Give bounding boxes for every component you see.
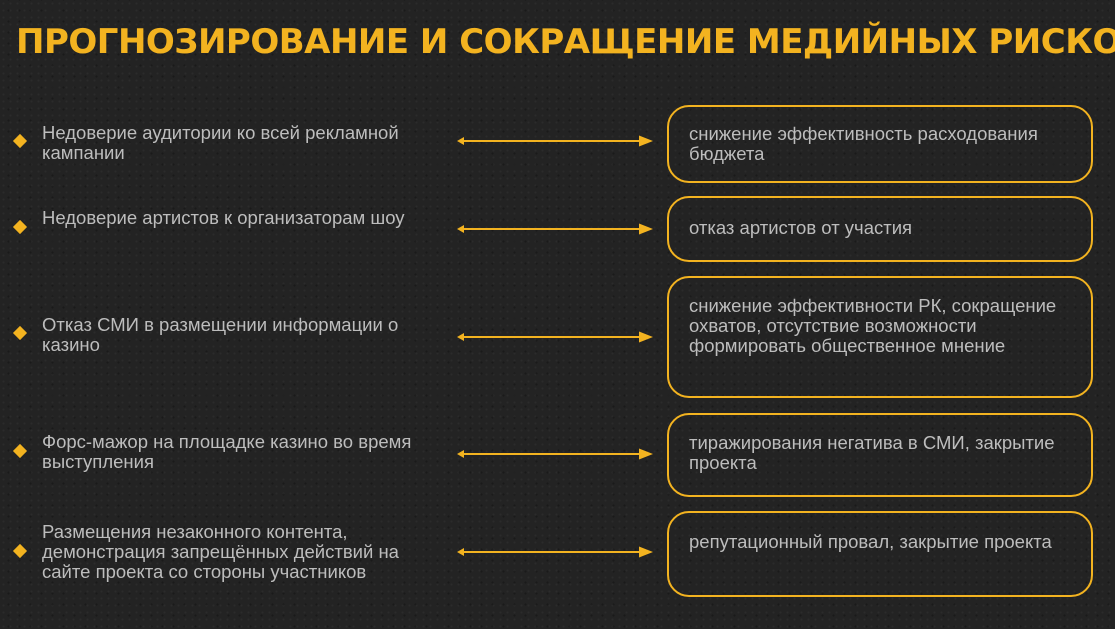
- double-arrow-icon: [457, 223, 653, 235]
- diamond-bullet-icon: [12, 443, 28, 459]
- consequence-box: [667, 276, 1093, 398]
- consequence-box: [667, 196, 1093, 262]
- consequence-text: тиражирования негатива в СМИ, закрытие п…: [689, 432, 1055, 473]
- double-arrow-icon: [457, 331, 653, 343]
- slide-title: ПРОГНОЗИРОВАНИЕ И СОКРАЩЕНИЕ МЕДИЙНЫХ РИ…: [16, 22, 1115, 62]
- double-arrow-icon: [457, 448, 653, 460]
- consequence-box: [667, 511, 1093, 597]
- risk-text: Недоверие аудитории ко всей рекламной ка…: [42, 122, 399, 163]
- double-arrow-icon: [457, 135, 653, 147]
- consequence-text: снижение эффективность расходования бюдж…: [689, 123, 1038, 164]
- risk-text: Отказ СМИ в размещении информации о кази…: [42, 314, 399, 355]
- diamond-bullet-icon: [12, 325, 28, 341]
- diamond-bullet-icon: [12, 543, 28, 559]
- consequence-text: снижение эффективности РК, сокращение ох…: [689, 295, 1057, 356]
- risk-text: Недоверие артистов к организаторам шоу: [42, 207, 405, 228]
- consequence-text: репутационный провал, закрытие проекта: [689, 531, 1052, 552]
- consequence-box: [667, 413, 1093, 497]
- risk-text: Размещения незаконного контента, демонст…: [42, 521, 399, 582]
- consequence-text: отказ артистов от участия: [689, 217, 913, 238]
- consequence-box: [667, 105, 1093, 183]
- risk-text: Форс-мажор на площадке казино во время в…: [42, 431, 412, 472]
- diamond-bullet-icon: [12, 133, 28, 149]
- double-arrow-icon: [457, 546, 653, 558]
- diamond-bullet-icon: [12, 219, 28, 235]
